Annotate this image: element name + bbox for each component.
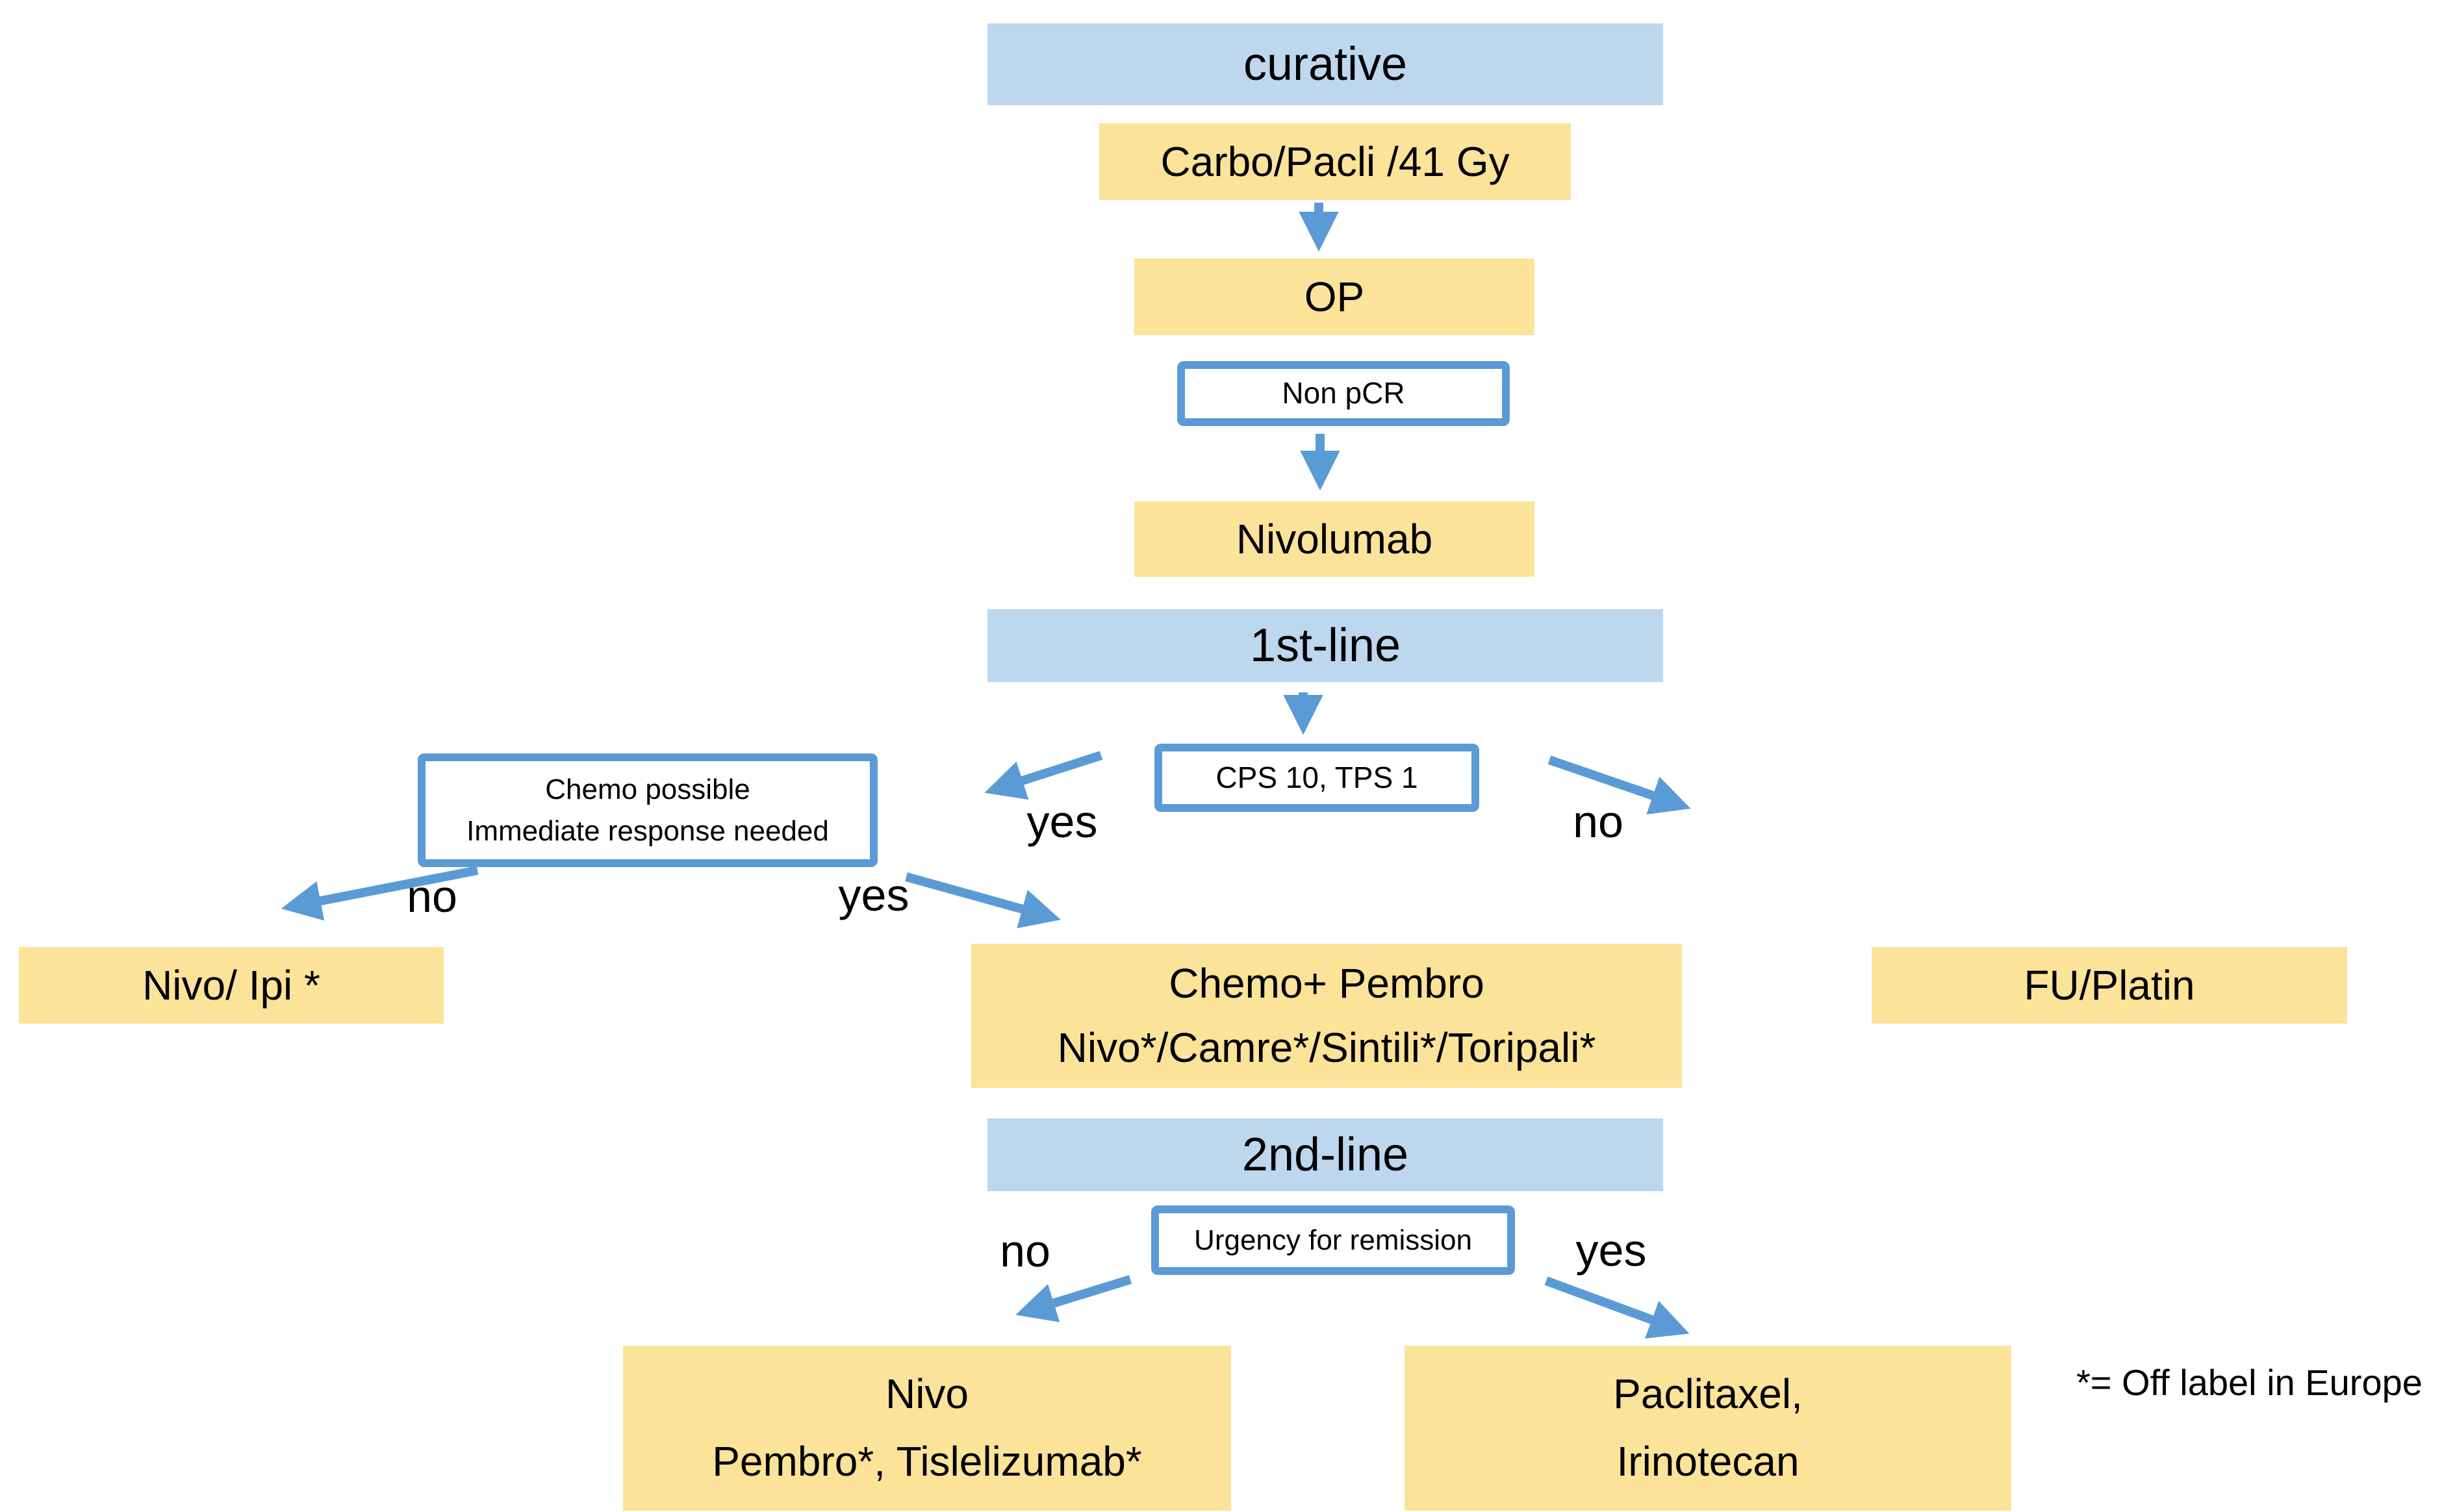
off-label-footnote: *= Off label in Europe	[2076, 1362, 2423, 1403]
edge-label-cps-no: no	[1573, 796, 1623, 847]
node-paclitaxel-line2: Irinotecan	[1616, 1438, 1800, 1485]
node-first-line: 1st-line	[987, 609, 1663, 682]
edge-label-chemo-no: no	[407, 871, 457, 922]
arrow-urgency-no	[1015, 1275, 1132, 1322]
node-carbo-pacli-label: Carbo/Pacli /41 Gy	[1160, 138, 1510, 185]
node-chemo-possible-line1: Chemo possible	[545, 773, 750, 805]
node-op-label: OP	[1304, 273, 1365, 320]
node-non-pcr-label: Non pCR	[1282, 376, 1405, 410]
node-nivo-pembro-line1: Nivo	[885, 1370, 969, 1418]
edge-label-cps-yes: yes	[1026, 796, 1098, 847]
node-non-pcr: Non pCR	[1177, 361, 1510, 426]
node-nivolumab-label: Nivolumab	[1236, 516, 1433, 562]
arrow-urgency-yes	[1544, 1276, 1690, 1339]
arrow-cps-yes	[984, 751, 1103, 800]
node-nivo-pembro-line2: Pembro*, Tislelizumab*	[712, 1438, 1142, 1485]
edge-label-urgency-no: no	[1000, 1226, 1050, 1276]
node-chemo-pembro: Chemo+ Pembro Nivo*/Camre*/Sintili*/Tori…	[971, 944, 1682, 1088]
node-cps-tps: CPS 10, TPS 1	[1154, 744, 1479, 812]
edge-label-urgency-yes: yes	[1575, 1225, 1647, 1276]
node-nivo-ipi-label: Nivo/ Ipi *	[142, 962, 320, 1009]
node-paclitaxel-irinotecan: Paclitaxel, Irinotecan	[1405, 1346, 2011, 1511]
node-nivo-pembro-tislelizumab: Nivo Pembro*, Tislelizumab*	[623, 1346, 1231, 1511]
node-urgency: Urgency for remission	[1151, 1205, 1515, 1275]
edge-label-chemo-yes: yes	[838, 870, 909, 920]
node-nivolumab: Nivolumab	[1134, 501, 1534, 577]
node-chemo-pembro-line1: Chemo+ Pembro	[1169, 959, 1484, 1007]
node-chemo-pembro-line2: Nivo*/Camre*/Sintili*/Toripali*	[1057, 1024, 1596, 1071]
node-paclitaxel-line1: Paclitaxel,	[1613, 1370, 1803, 1418]
node-carbo-pacli: Carbo/Pacli /41 Gy	[1099, 123, 1571, 200]
node-cps-tps-label: CPS 10, TPS 1	[1215, 760, 1418, 794]
node-first-line-label: 1st-line	[1249, 620, 1401, 672]
node-urgency-label: Urgency for remission	[1194, 1224, 1472, 1256]
node-chemo-possible-line2: Immediate response needed	[466, 814, 829, 847]
node-second-line: 2nd-line	[987, 1118, 1663, 1191]
node-nivo-ipi: Nivo/ Ipi *	[19, 947, 444, 1024]
node-fu-platin-label: FU/Platin	[2024, 962, 2195, 1009]
node-curative-label: curative	[1243, 38, 1408, 90]
node-fu-platin: FU/Platin	[1872, 947, 2347, 1024]
node-second-line-label: 2nd-line	[1241, 1129, 1409, 1181]
node-op: OP	[1134, 258, 1534, 335]
node-curative: curative	[987, 23, 1663, 105]
node-chemo-possible: Chemo possible Immediate response needed	[418, 753, 878, 867]
